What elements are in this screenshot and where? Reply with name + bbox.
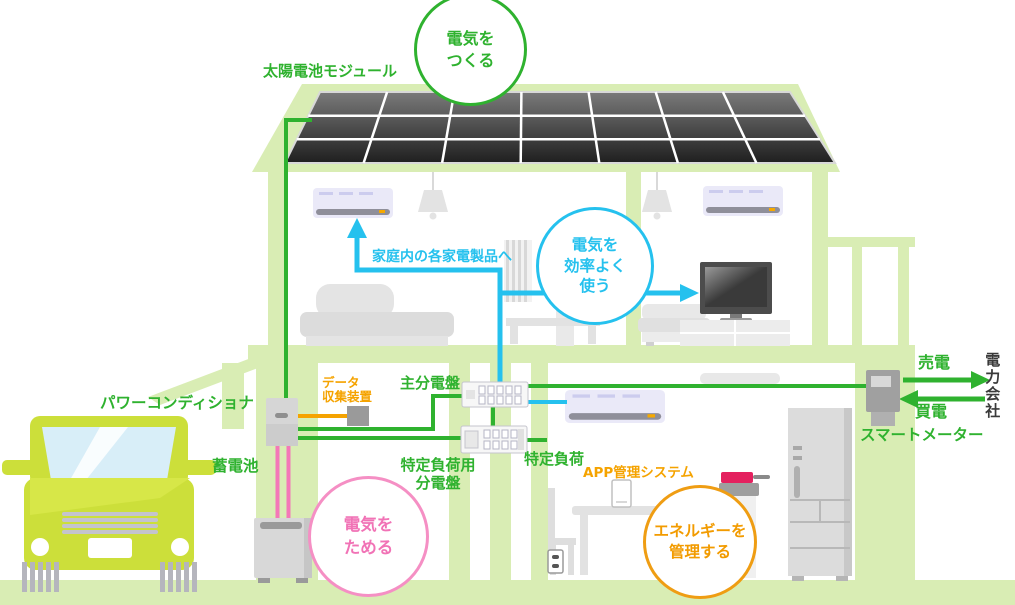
air-conditioner-icon [565, 390, 665, 423]
balcony-post-2 [898, 247, 909, 345]
ev-car-icon [2, 416, 216, 592]
buy-arrow-head-icon [899, 390, 918, 408]
solar-panel-grid [296, 91, 820, 164]
shelf-icon [700, 373, 780, 384]
wall-kitchen [531, 363, 548, 580]
devices [254, 370, 900, 583]
car-wheels [22, 562, 197, 592]
wall-left-2f [268, 172, 284, 346]
generate-electricity-bubble: 電気を つくる [414, 0, 527, 106]
power-conditioner-icon [266, 398, 298, 446]
load-distribution-panel-icon [460, 425, 528, 454]
ground [0, 580, 1015, 605]
use-electricity-bubble: 電気を 効率よく 使う [536, 207, 654, 325]
tv-stand-icon [680, 320, 790, 346]
store-electricity-bubble: 電気を ためる [308, 476, 429, 597]
cyan-trunk-wire [354, 237, 503, 382]
air-conditioner-icon [313, 188, 393, 218]
pv-to-main-panel-wire [297, 394, 462, 431]
refrigerator-icon [788, 408, 852, 581]
wall-panel-left [449, 363, 470, 580]
main-distribution-panel-icon [461, 381, 529, 408]
pendant-lamp-icon [418, 172, 672, 220]
outlet-icon [547, 549, 564, 574]
solar-panel [283, 91, 837, 164]
balcony-post-1 [852, 247, 862, 345]
data-collector-icon [347, 406, 369, 426]
storage-battery-icon [254, 518, 312, 583]
arrow-up-icon [347, 218, 367, 238]
carport-beam [148, 352, 279, 405]
balcony-rail-top [812, 237, 915, 247]
wall-right-2f [812, 172, 828, 346]
bed-icon [300, 284, 454, 346]
arrow-right-icon [680, 284, 699, 302]
wall-panel-right [490, 363, 511, 580]
smart-meter-icon [866, 370, 900, 426]
wall-garage [222, 363, 244, 429]
air-conditioner-icon [703, 186, 783, 216]
tv-icon [700, 262, 772, 322]
second-floor-slab [248, 345, 915, 363]
solar-wire [284, 118, 312, 398]
manage-energy-bubble: エネルギーを 管理する [643, 485, 757, 599]
app-tablet-icon [611, 479, 632, 508]
sell-arrow-head-icon [971, 371, 990, 389]
